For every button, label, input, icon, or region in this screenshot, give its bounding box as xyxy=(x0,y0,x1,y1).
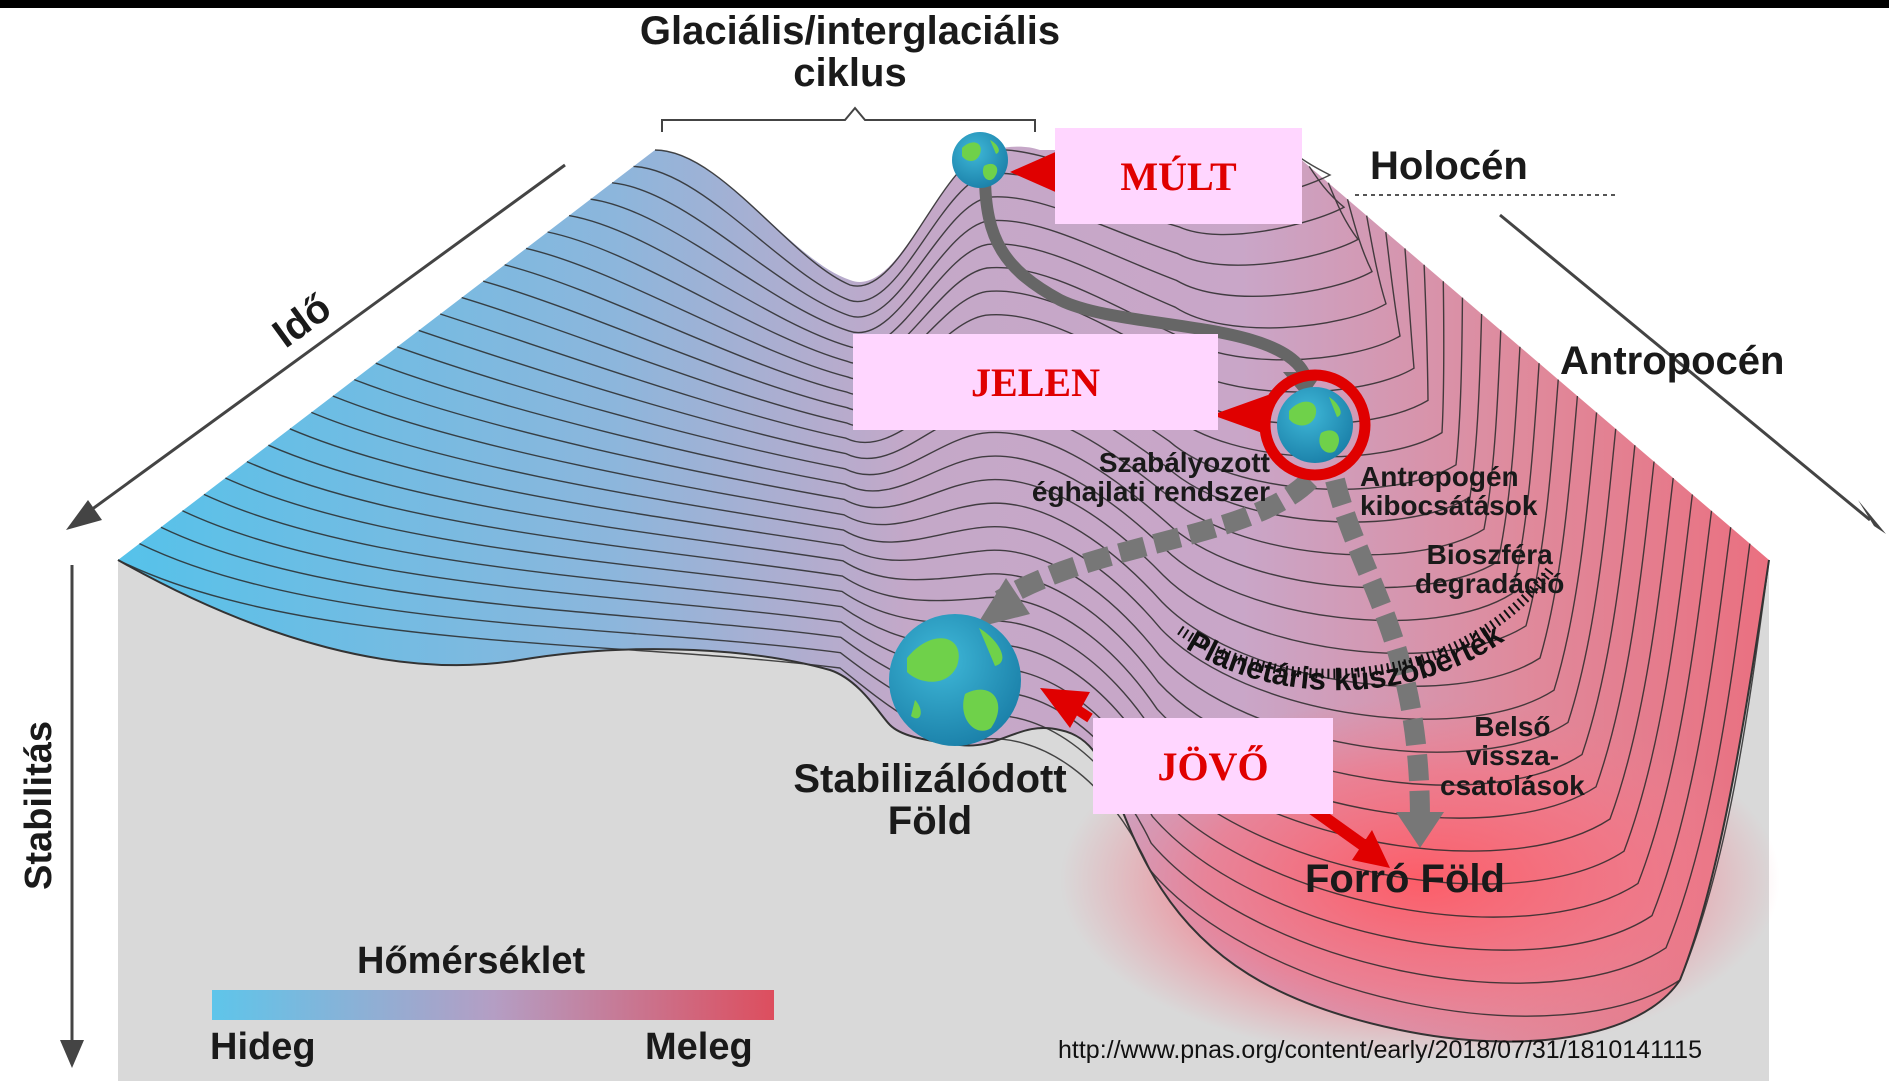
stability-axis-arrowhead xyxy=(60,1040,84,1068)
hothouse-path-arrowhead xyxy=(1396,812,1444,848)
contour-line xyxy=(225,477,1674,852)
anthropogenic-emissions-label: Antropogén kibocsátások xyxy=(1360,462,1537,521)
anthropocene-axis-line xyxy=(1499,213,1871,522)
anthropocene-axis-arrowhead xyxy=(1858,500,1886,534)
landscape-outline xyxy=(117,559,1770,1043)
contour-line xyxy=(633,165,1346,303)
contour-line xyxy=(611,182,1360,318)
contour-line xyxy=(590,198,1373,334)
contour-line xyxy=(332,395,1579,687)
regulated-climate-line2: éghajlati rendszer xyxy=(1031,476,1270,508)
future-box: JÖVŐ xyxy=(1093,718,1333,814)
contour-line xyxy=(375,362,1540,622)
past-box: MÚLT xyxy=(1055,128,1302,224)
title-brace xyxy=(661,106,1036,132)
hothouse-earth-label: Forró Föld xyxy=(1305,857,1505,901)
regulated-climate-line1: Szabályozott xyxy=(1098,447,1270,478)
holocene-label: Holocén xyxy=(1370,144,1528,188)
hothouse-pointer-arrowhead xyxy=(1352,830,1390,868)
earth-past-icon xyxy=(952,132,1008,188)
contour-line xyxy=(289,428,1617,753)
temperature-gradient-bar xyxy=(212,990,774,1020)
earth-present-icon xyxy=(1277,387,1353,463)
anthropogenic-emissions-line1: Antropogén xyxy=(1360,461,1519,492)
present-pointer-arrow xyxy=(1212,395,1268,435)
internal-feedbacks-line2: vissza- xyxy=(1465,740,1560,772)
contour-line xyxy=(547,231,1401,365)
contour-line xyxy=(525,247,1415,393)
stabilized-earth-line1: Stabilizálódott xyxy=(793,757,1067,801)
legend-cold-label: Hideg xyxy=(210,1026,316,1068)
cycle-title: Glaciális/interglaciális ciklus xyxy=(560,10,1140,94)
top-border xyxy=(0,0,1889,8)
biosphere-degradation-line1: Bioszféra xyxy=(1426,539,1553,570)
past-to-present-arrow xyxy=(979,174,1311,379)
cycle-title-line2: ciklus xyxy=(793,51,907,95)
biosphere-degradation-label: Bioszféra degradáció xyxy=(1415,540,1564,599)
contour-line xyxy=(268,444,1636,786)
stabilized-earth-line2: Föld xyxy=(887,799,973,843)
earth-stabilized-icon xyxy=(889,614,1021,746)
internal-feedbacks-line1: Belső xyxy=(1474,711,1551,742)
stability-label: Stabilitás xyxy=(18,720,61,890)
contour-line xyxy=(568,214,1387,349)
time-axis-line xyxy=(79,163,566,520)
legend-warm-label: Meleg xyxy=(645,1026,753,1068)
contour-line xyxy=(504,264,1429,426)
contour-line xyxy=(246,460,1655,819)
contour-line xyxy=(354,378,1559,654)
hothouse-path-arrow xyxy=(1325,477,1430,821)
contour-line xyxy=(203,493,1694,885)
contour-line xyxy=(182,510,1713,918)
anthropocene-label: Antropocén xyxy=(1560,339,1785,383)
internal-feedbacks-line3: csatolások xyxy=(1440,769,1585,801)
regulated-climate-label: Szabályozott éghajlati rendszer xyxy=(950,448,1270,507)
future-pointer-line xyxy=(1067,700,1093,723)
future-pointer-arrowhead xyxy=(1040,688,1090,728)
managed-path-arrowhead xyxy=(975,578,1030,628)
anthropogenic-emissions-line2: kibocsátások xyxy=(1360,490,1538,522)
past-pointer-arrow xyxy=(1010,150,1060,194)
cycle-title-line1: Glaciális/interglaciális xyxy=(639,9,1061,53)
biosphere-degradation-line2: degradáció xyxy=(1415,568,1565,600)
present-highlight-ring xyxy=(1259,369,1371,481)
contour-line xyxy=(397,346,1521,589)
source-url[interactable]: http://www.pnas.org/content/early/2018/0… xyxy=(1058,1036,1702,1064)
managed-path-arrow xyxy=(994,472,1318,609)
stabilized-earth-label: Stabilizálódott Föld xyxy=(765,758,1095,842)
present-box: JELEN xyxy=(853,334,1218,430)
internal-feedbacks-label: Belső vissza- csatolások xyxy=(1440,711,1585,801)
legend-title: Hőmérséklet xyxy=(357,940,586,982)
time-axis-arrowhead xyxy=(66,500,102,530)
